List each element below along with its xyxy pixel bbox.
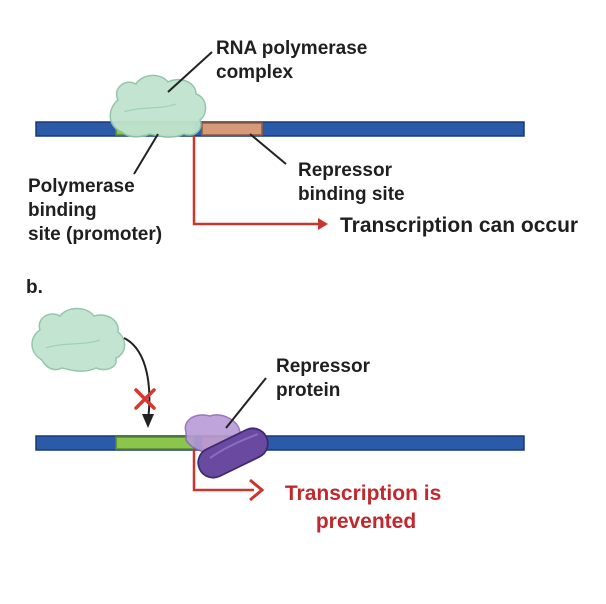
transcription-arrowhead-b xyxy=(249,478,265,502)
promoter-label: Polymerase binding site (promoter) xyxy=(28,176,162,245)
panel-a: RNA polymerase complex Polymerase bindin… xyxy=(28,38,578,245)
dna-strand-a xyxy=(35,121,525,137)
promoter-site-b xyxy=(115,436,195,450)
transcription-prevented-label: Transcription is prevented xyxy=(285,482,447,533)
leader-promoter xyxy=(133,133,159,175)
transcription-arrowhead-a xyxy=(318,218,328,230)
transcription-arrow-a xyxy=(192,136,318,226)
panel-b: b. Repressor protein Transcript xyxy=(26,277,525,533)
blocked-binding-arrowhead xyxy=(142,414,154,428)
repressor-protein-highlight xyxy=(209,433,259,459)
rna-polymerase-fold-a xyxy=(123,103,177,113)
blocked-x-icon xyxy=(134,388,156,410)
panel-b-label: b. xyxy=(26,277,43,298)
dna-strand-b xyxy=(35,435,525,451)
transcription-can-occur-label: Transcription can occur xyxy=(340,214,578,237)
leader-repressor-site xyxy=(249,133,287,165)
repressor-site-label: Repressor binding site xyxy=(298,160,405,205)
transcription-arrow-b xyxy=(192,450,254,492)
rna-polymerase-complex-a xyxy=(109,74,207,138)
rna-polymerase-fold-b xyxy=(45,339,101,349)
repressor-binding-site-a xyxy=(201,122,263,136)
leader-rna-polymerase xyxy=(167,51,213,93)
repressor-protein xyxy=(197,427,269,479)
repressor-protein-label: Repressor protein xyxy=(276,356,375,401)
rna-polymerase-label: RNA polymerase complex xyxy=(216,38,373,83)
leader-repressor-protein xyxy=(225,377,267,429)
blocked-binding-arrow xyxy=(123,337,151,421)
rna-polymerase-complex-b xyxy=(31,307,126,372)
